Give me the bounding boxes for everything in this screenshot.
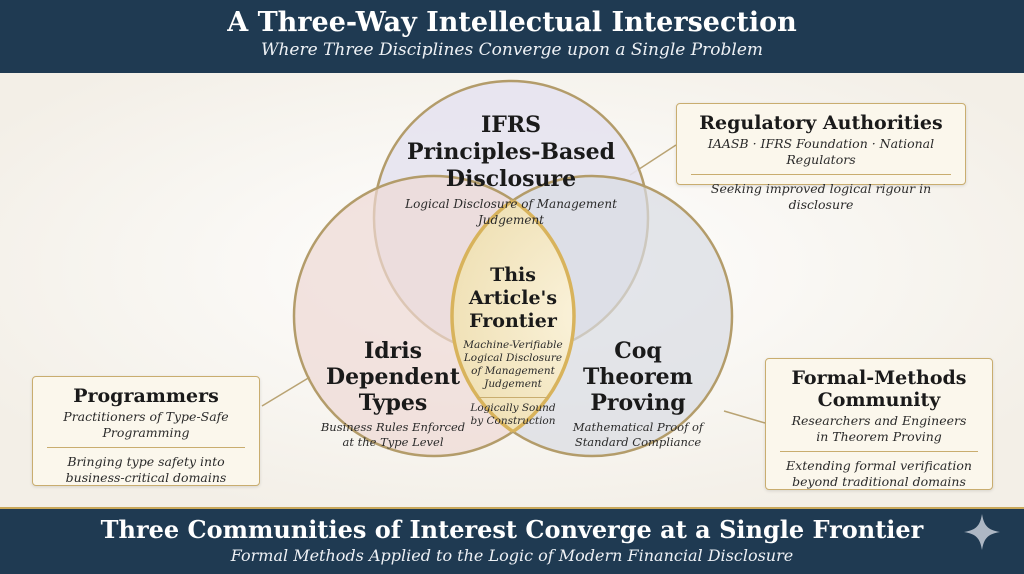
ifrs-title-line-3: Disclosure — [445, 166, 577, 192]
coq-title-line-3: Proving — [590, 390, 686, 416]
frontier-title-line-1: This — [490, 264, 536, 286]
ifrs-title: IFRS Principles-Based Disclosure — [381, 112, 641, 193]
idris-title-line-1: Idris — [363, 338, 422, 364]
idris-title: Idris Dependent Types — [318, 338, 468, 416]
ifrs-title-line-1: IFRS — [480, 112, 542, 138]
coq-title-line-1: Coq — [614, 338, 662, 364]
idris-caption-line-2: at the Type Level — [342, 435, 444, 449]
ifrs-title-line-2: Principles-Based — [406, 139, 616, 165]
formal-title-1: Formal-Methods — [791, 367, 967, 389]
regulatory-divider — [691, 174, 951, 175]
frontier-caption-line-3: of Management — [471, 365, 555, 377]
programmers-line-1b: Programming — [102, 425, 190, 440]
connector-programmers — [261, 376, 311, 407]
frontier-caption-line-2: Logical Disclosure — [463, 352, 563, 364]
frontier-title-line-2: Article's — [468, 287, 558, 309]
center-lens — [452, 176, 574, 456]
center-lens-border-right — [450, 176, 574, 456]
idris-title-line-2: Dependent — [326, 364, 460, 390]
center-lens-border-left — [452, 176, 576, 456]
frontier-note-line-2: by Construction — [470, 415, 556, 427]
footer-subtitle: Formal Methods Applied to the Logic of M… — [230, 546, 794, 565]
footer-title: Three Communities of Interest Converge a… — [100, 515, 924, 544]
footer-banner: Three Communities of Interest Converge a… — [0, 507, 1024, 574]
frontier-title: This Article's Frontier — [458, 264, 568, 333]
regulatory-line-1: IAASB · IFRS Foundation · National Regul… — [707, 136, 935, 167]
frontier-title-line-3: Frontier — [469, 310, 557, 332]
regulatory-title: Regulatory Authorities — [699, 112, 943, 134]
formal-title-2: Community — [817, 389, 941, 411]
page-subtitle: Where Three Disciplines Converge upon a … — [260, 40, 764, 60]
programmers-line-2a: Bringing type safety into — [67, 454, 225, 469]
frontier-divider — [478, 397, 548, 398]
frontier-caption-line-4: Judgement — [484, 378, 542, 390]
formal-line-2b: beyond traditional domains — [792, 474, 966, 489]
coq-caption: Mathematical Proof of Standard Complianc… — [558, 420, 718, 450]
idris-caption-line-1: Business Rules Enforced — [320, 420, 466, 434]
frontier-note: Logically Sound by Construction — [453, 402, 573, 428]
programmers-box: Programmers Practitioners of Type-Safe P… — [32, 376, 260, 486]
programmers-line-1a: Practitioners of Type-Safe — [63, 409, 229, 424]
formal-line-1b: in Theorem Proving — [816, 429, 942, 444]
formal-line-2a: Extending formal verification — [786, 458, 972, 473]
coq-caption-line-1: Mathematical Proof of — [572, 420, 704, 434]
connector-formal — [723, 410, 766, 424]
frontier-note-line-1: Logically Sound — [470, 402, 556, 414]
formal-line-1a: Researchers and Engineers — [791, 413, 967, 428]
idris-title-line-3: Types — [358, 390, 428, 416]
regulatory-line-2: Seeking improved logical rigour in discl… — [710, 181, 932, 212]
formal-divider — [780, 451, 978, 452]
coq-title: Coq Theorem Proving — [563, 338, 713, 416]
formal-methods-box: Formal-Methods Community Researchers and… — [765, 358, 993, 490]
header-banner: A Three-Way Intellectual Intersection Wh… — [0, 0, 1024, 75]
coq-caption-line-2: Standard Compliance — [574, 435, 702, 449]
programmers-divider — [47, 447, 245, 448]
ifrs-caption: Logical Disclosure of Management Judgeme… — [405, 197, 617, 227]
frontier-caption-line-1: Machine-Verifiable — [463, 339, 563, 351]
regulatory-authorities-box: Regulatory Authorities IAASB · IFRS Foun… — [676, 103, 966, 212]
idris-caption: Business Rules Enforced at the Type Leve… — [313, 420, 473, 450]
page-title: A Three-Way Intellectual Intersection — [227, 7, 797, 38]
programmers-line-2b: business-critical domains — [65, 470, 227, 485]
programmers-title: Programmers — [73, 385, 219, 407]
frontier-caption: Machine-Verifiable Logical Disclosure of… — [453, 339, 573, 391]
coq-title-line-2: Theorem — [583, 364, 693, 390]
four-point-star-icon — [964, 514, 1000, 550]
